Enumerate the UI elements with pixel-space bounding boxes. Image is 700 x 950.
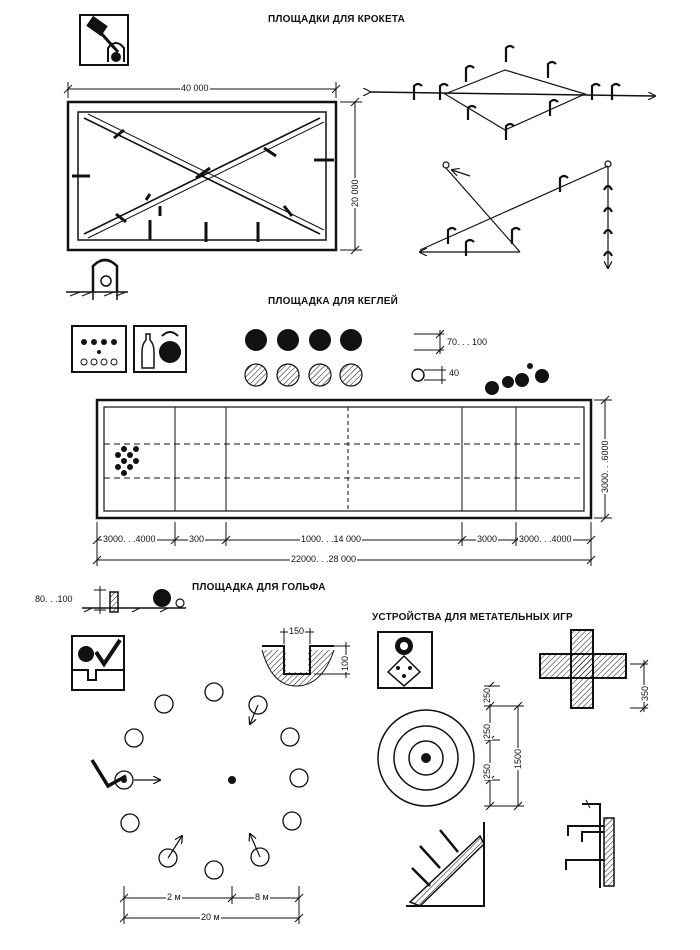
croquet-width-label: 40 000 [180,83,210,93]
lane-seg-1-label: 3000. . .4000 [102,534,157,544]
skittles-pins-icon [71,325,127,373]
skittles-hatched-balls [244,363,363,387]
throwing-rack [565,799,615,888]
lane-seg-2-label: 300 [188,534,206,544]
golf-title: ПЛОЩАДКА ДЛЯ ГОЛЬФА [192,582,326,593]
golf-hole-depth-label: 100 [340,654,350,672]
croquet-icon [79,14,129,66]
croquet-height-dimension [340,97,362,255]
croquet-hoop-detail [66,258,128,300]
croquet-height-label: 20 000 [350,178,360,208]
pin-diameter-label: 40 [448,368,461,378]
golf-hole-width-label: 150 [288,626,306,636]
golf-flag-detail [82,586,186,614]
throwing-title: УСТРОЙСТВА ДЛЯ МЕТАТЕЛЬНЫХ ИГР [372,612,573,623]
lane-total-length-label: 22000. . .28 000 [290,554,358,564]
croquet-field [66,100,338,252]
pin-size-dimension [411,329,446,384]
lane-seg-3-label: 1000. . .14 000 [300,534,363,544]
golf-course-circle [90,682,309,880]
golf-20m-label: 20 м [200,912,221,922]
rolled-balls [485,363,549,395]
lane-seg-4-label: 3000 [476,534,499,544]
skittles-title: ПЛОЩАДКА ДЛЯ КЕГЛЕЙ [268,296,398,307]
golf-2m-label: 2 м [166,892,182,902]
golf-flag-height-label: 80. . .100 [34,594,74,604]
pin-height-label: 70. . . 100 [446,337,489,347]
throwing-icon [377,631,433,689]
target-dim-mid-label: 250 [482,722,492,740]
throwing-cross [539,629,649,713]
throwing-target [377,681,524,811]
throwing-ramp [406,822,485,907]
target-dim-total-label: 1500 [513,747,523,770]
croquet-course-zigzag [420,160,613,268]
target-dim-bottom-label: 250 [482,762,492,780]
golf-icon [71,635,125,691]
target-dim-top-label: 250 [482,686,492,704]
lane-seg-5-label: 3000. . .4000 [518,534,573,544]
cross-dim-label: 350 [640,684,650,702]
lane-width-label: 3000. . .6000 [600,439,610,494]
golf-8m-label: 8 м [254,892,270,902]
skittles-lane [95,398,593,520]
croquet-title: ПЛОЩАДКИ ДЛЯ КРОКЕТА [268,14,405,25]
croquet-course-diamond [370,44,655,140]
skittles-ball-icon [133,325,187,373]
golf-hole-detail [261,628,350,687]
skittles-black-balls [245,329,362,351]
